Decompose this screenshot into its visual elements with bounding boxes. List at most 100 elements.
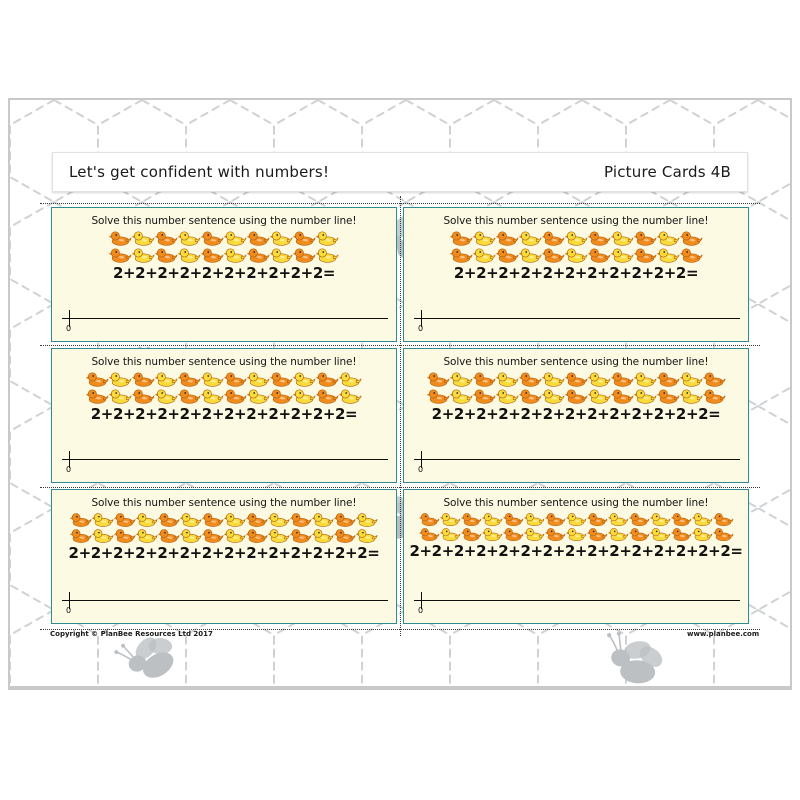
- number-sentence: 2+2+2+2+2+2+2+2+2+2+2+2=: [90, 405, 358, 423]
- duck-icon: [155, 248, 178, 263]
- duck-icon: [439, 528, 460, 541]
- number-sentence: 2+2+2+2+2+2+2+2+2+2+2+2+2+2+2=: [409, 542, 743, 560]
- duck-icon: [202, 513, 224, 527]
- duck-icon: [114, 513, 136, 527]
- duck-icon: [247, 389, 270, 404]
- duck-icon: [109, 248, 132, 263]
- duck-icon: [518, 389, 541, 404]
- duck-icon: [702, 389, 725, 404]
- picture-card-cell: Solve this number sentence using the num…: [48, 345, 400, 486]
- number-line-start-label: 0: [418, 465, 424, 474]
- duck-icon: [691, 513, 712, 526]
- number-sentence: 2+2+2+2+2+2+2+2+2+2+2+2+2+2=: [68, 544, 380, 562]
- duck-icon: [201, 248, 224, 263]
- picture-card-cell: Solve this number sentence using the num…: [48, 486, 400, 627]
- duck-icon: [155, 389, 178, 404]
- duck-row: [86, 388, 362, 405]
- duck-icon: [339, 389, 362, 404]
- card-prompt: Solve this number sentence using the num…: [91, 497, 357, 509]
- duck-icon: [201, 389, 224, 404]
- duck-icon: [656, 372, 679, 387]
- duck-icon: [607, 528, 628, 541]
- cut-line-center: [400, 196, 401, 636]
- duck-icon: [312, 529, 334, 543]
- duck-row: [449, 247, 703, 264]
- duck-icon: [518, 231, 541, 246]
- duck-icon: [426, 389, 449, 404]
- duck-icon: [610, 372, 633, 387]
- duck-icon: [268, 513, 290, 527]
- duck-array: [70, 512, 378, 544]
- duck-icon: [293, 231, 316, 246]
- duck-icon: [155, 372, 178, 387]
- picture-card-cell: Solve this number sentence using the num…: [400, 486, 752, 627]
- duck-row: [426, 371, 726, 388]
- duck-icon: [70, 513, 92, 527]
- card-1[interactable]: Solve this number sentence using the num…: [51, 207, 397, 342]
- duck-icon: [670, 513, 691, 526]
- duck-icon: [544, 528, 565, 541]
- duck-icon: [316, 248, 339, 263]
- duck-icon: [541, 248, 564, 263]
- duck-icon: [541, 389, 564, 404]
- duck-icon: [628, 513, 649, 526]
- duck-icon: [201, 231, 224, 246]
- duck-icon: [449, 372, 472, 387]
- number-line-start-label: 0: [66, 465, 72, 474]
- number-line-axis: [62, 600, 388, 601]
- duck-icon: [109, 231, 132, 246]
- duck-icon: [247, 372, 270, 387]
- number-line[interactable]: 0: [414, 305, 740, 333]
- duck-icon: [334, 529, 356, 543]
- duck-icon: [224, 513, 246, 527]
- bee-watermark-bottom-right: [600, 631, 664, 686]
- duck-icon: [565, 513, 586, 526]
- duck-icon: [92, 529, 114, 543]
- card-content: Solve this number sentence using the num…: [404, 490, 748, 623]
- number-line[interactable]: 0: [62, 587, 388, 615]
- duck-icon: [132, 248, 155, 263]
- duck-icon: [270, 248, 293, 263]
- duck-icon: [495, 248, 518, 263]
- number-line-axis: [62, 318, 388, 319]
- card-content: Solve this number sentence using the num…: [404, 349, 748, 482]
- number-line[interactable]: 0: [62, 305, 388, 333]
- card-6[interactable]: Solve this number sentence using the num…: [403, 489, 749, 624]
- number-line[interactable]: 0: [414, 587, 740, 615]
- duck-icon: [356, 513, 378, 527]
- card-5[interactable]: Solve this number sentence using the num…: [51, 489, 397, 624]
- duck-icon: [246, 513, 268, 527]
- duck-icon: [587, 372, 610, 387]
- duck-icon: [201, 372, 224, 387]
- duck-icon: [270, 389, 293, 404]
- duck-icon: [564, 231, 587, 246]
- duck-icon: [449, 248, 472, 263]
- duck-icon: [312, 513, 334, 527]
- duck-icon: [656, 231, 679, 246]
- duck-icon: [712, 528, 733, 541]
- number-line-axis: [62, 459, 388, 460]
- card-3[interactable]: Solve this number sentence using the num…: [51, 348, 397, 483]
- duck-icon: [224, 529, 246, 543]
- duck-icon: [518, 248, 541, 263]
- duck-icon: [86, 372, 109, 387]
- duck-icon: [334, 513, 356, 527]
- number-line-start-label: 0: [66, 606, 72, 615]
- duck-icon: [472, 372, 495, 387]
- card-4[interactable]: Solve this number sentence using the num…: [403, 348, 749, 483]
- duck-icon: [268, 529, 290, 543]
- number-line[interactable]: 0: [62, 446, 388, 474]
- website-link[interactable]: www.planbee.com: [687, 630, 760, 638]
- duck-icon: [610, 389, 633, 404]
- duck-icon: [158, 513, 180, 527]
- number-line[interactable]: 0: [414, 446, 740, 474]
- duck-row: [418, 512, 734, 527]
- card-2[interactable]: Solve this number sentence using the num…: [403, 207, 749, 342]
- duck-icon: [356, 529, 378, 543]
- duck-icon: [587, 248, 610, 263]
- number-line-axis: [414, 318, 740, 319]
- duck-icon: [712, 513, 733, 526]
- duck-icon: [564, 372, 587, 387]
- duck-icon: [460, 513, 481, 526]
- duck-icon: [607, 513, 628, 526]
